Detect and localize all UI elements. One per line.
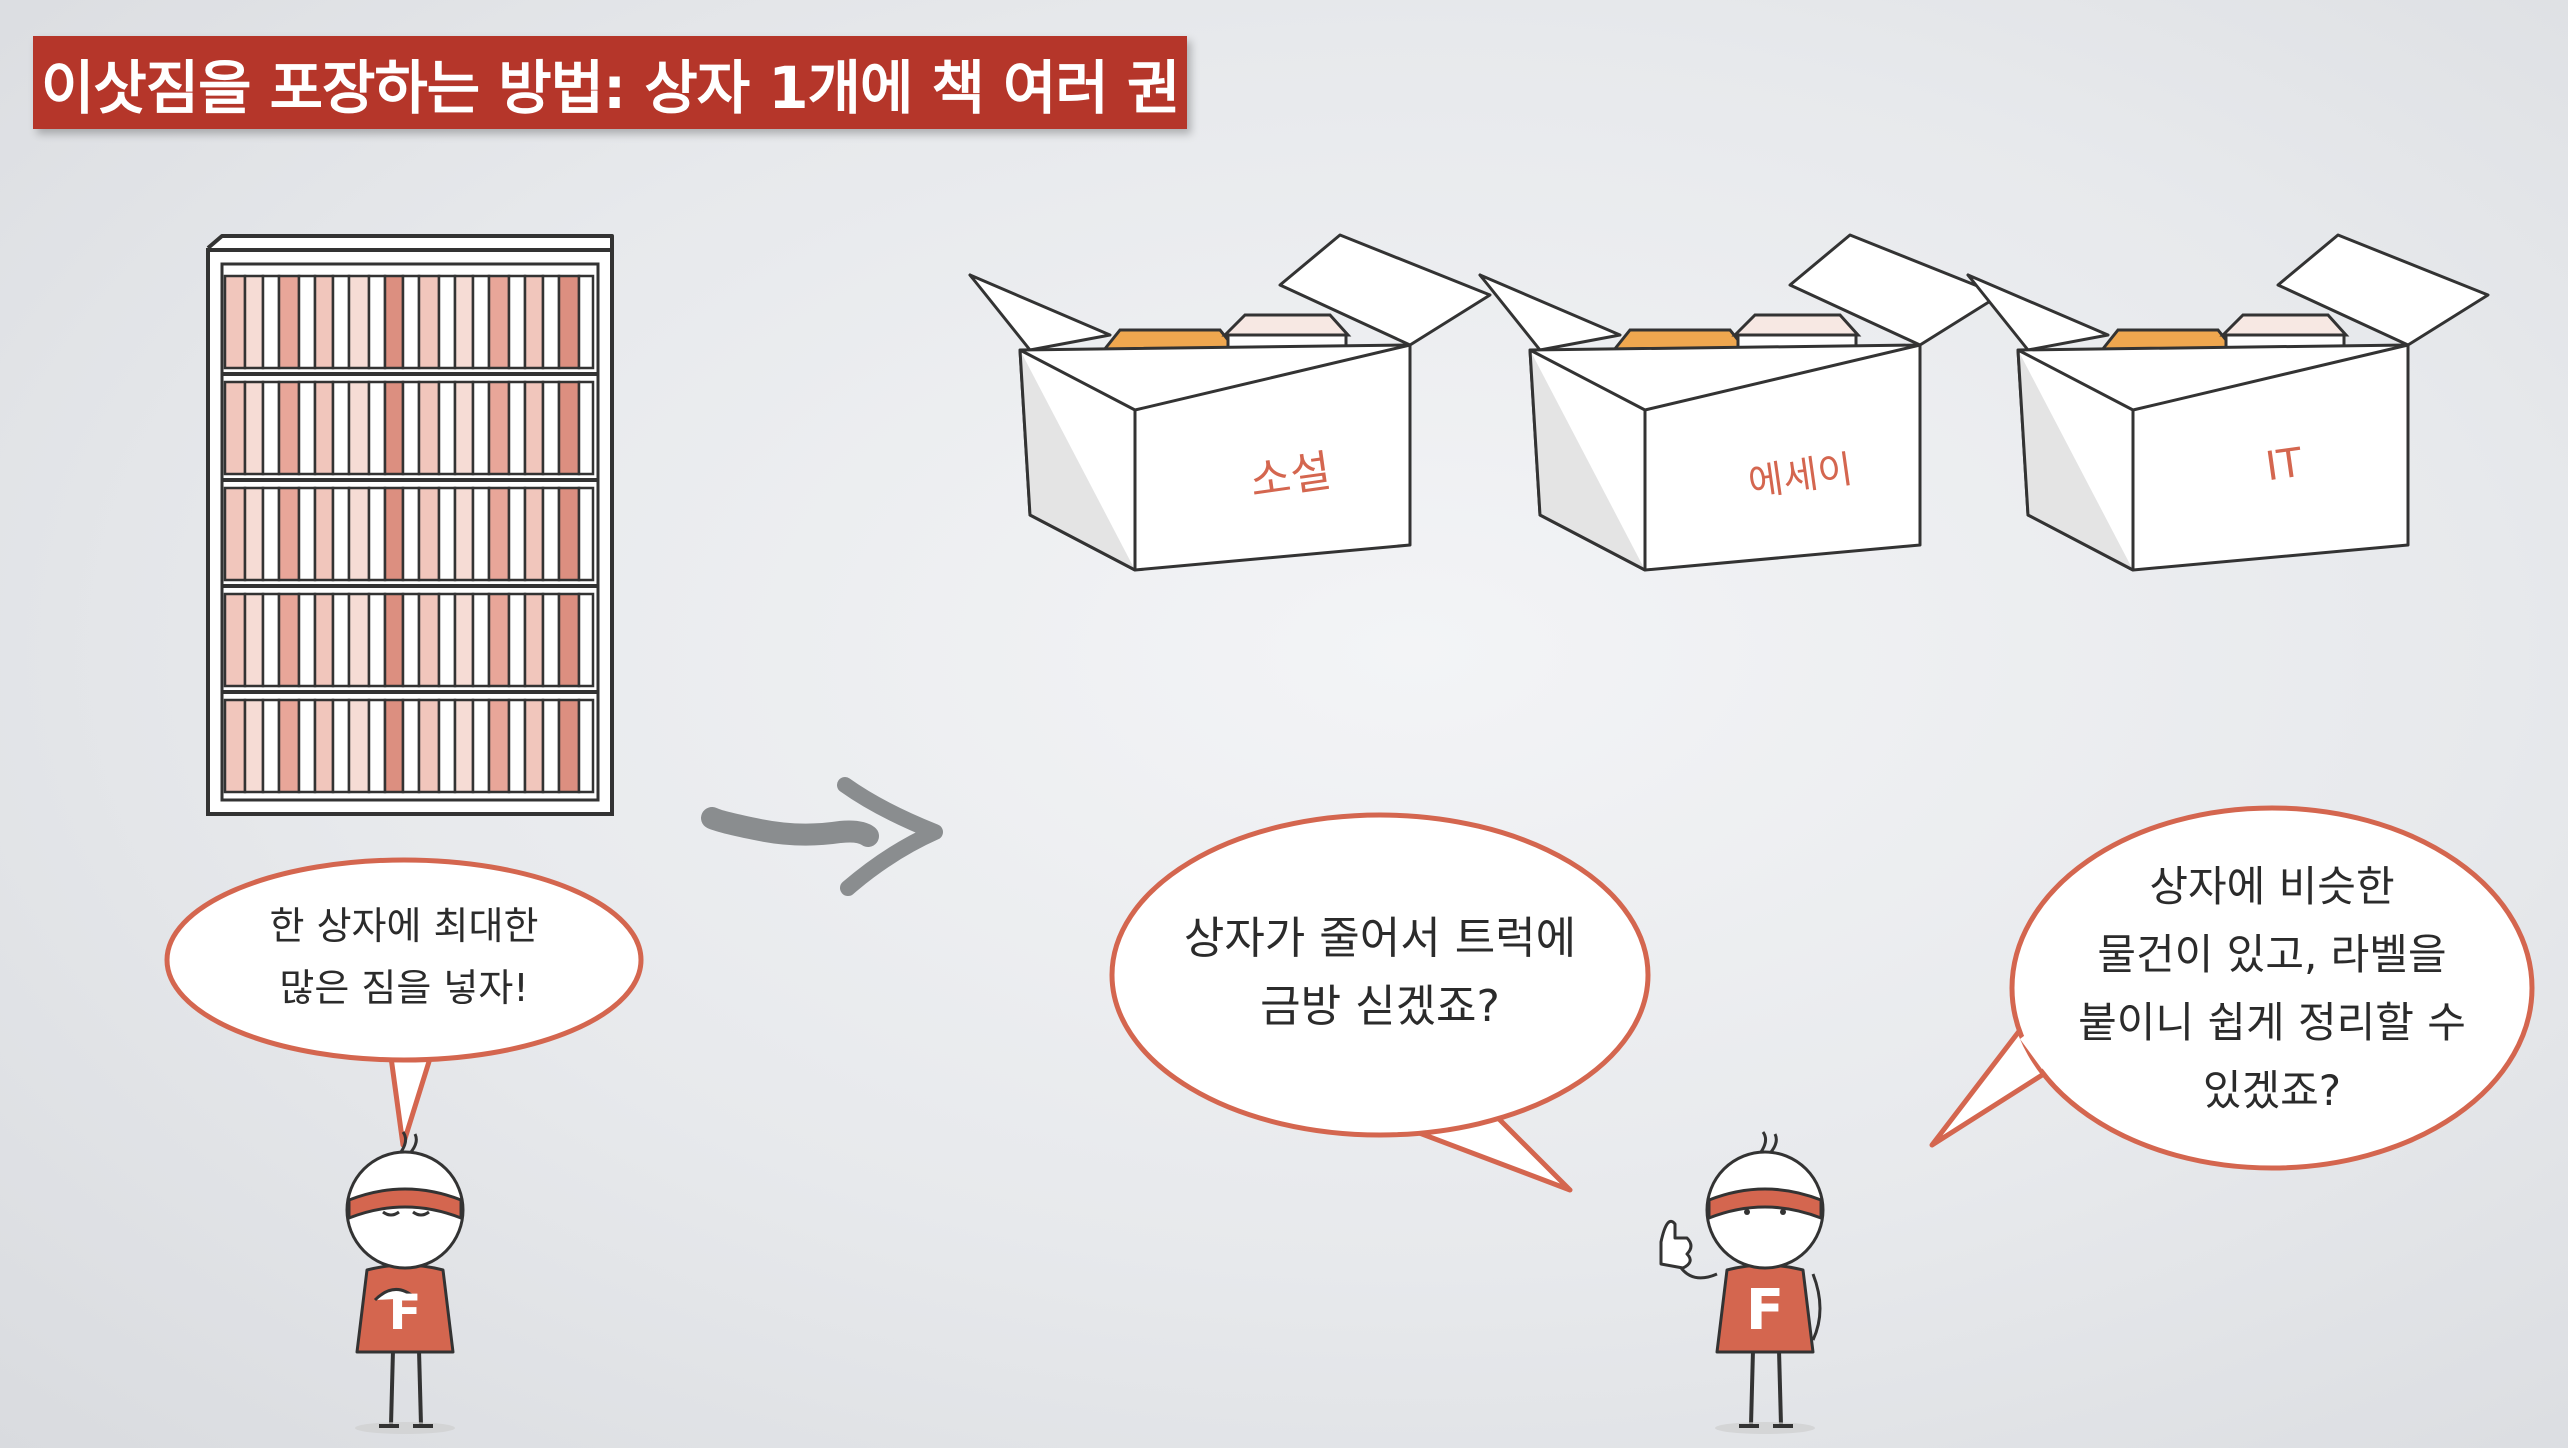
- bubble-left-line-1: 한 상자에 최대한: [269, 904, 539, 948]
- speech-bubble-left: [164, 857, 644, 1148]
- box-essay: [1478, 233, 2002, 572]
- box-novel: [968, 233, 1492, 572]
- bubble-middle-line-1: 상자가 줄어서 트럭에: [1183, 913, 1577, 964]
- speech-bubble-middle: [1109, 812, 1651, 1193]
- shirt-letter-right: F: [1745, 1278, 1785, 1343]
- bubble-left-line-2: 많은 짐을 넣자!: [279, 966, 529, 1010]
- bubble-text-middle: 상자가 줄어서 트럭에 금방 싣겠죠?: [1130, 905, 1630, 1041]
- character-thumbs-up: [1659, 1130, 1825, 1436]
- bubble-right-line-2: 물건이 있고, 라벨을: [2097, 930, 2447, 979]
- arrow-right-icon: [701, 777, 943, 896]
- bubble-right-line-4: 있겠죠?: [2202, 1066, 2342, 1115]
- bookshelf: [206, 234, 614, 816]
- bubble-middle-line-2: 금방 싣겠죠?: [1260, 981, 1500, 1032]
- shirt-letter-left: F: [388, 1285, 422, 1341]
- character-thinking: [345, 1130, 465, 1436]
- title-banner: 이삿짐을 포장하는 방법: 상자 1개에 책 여러 권: [33, 36, 1187, 129]
- page-title: 이삿짐을 포장하는 방법: 상자 1개에 책 여러 권: [41, 53, 1180, 122]
- bubble-right-line-3: 붙이니 쉽게 정리할 수: [2078, 998, 2466, 1047]
- box-it: [1966, 233, 2490, 572]
- bubble-text-left: 한 상자에 최대한 많은 짐을 넣자!: [204, 895, 604, 1019]
- bubble-text-right: 상자에 비슷한 물건이 있고, 라벨을 붙이니 쉽게 정리할 수 있겠죠?: [2032, 853, 2512, 1125]
- speech-bubble-right: [1929, 805, 2535, 1171]
- bubble-right-line-1: 상자에 비슷한: [2149, 862, 2395, 911]
